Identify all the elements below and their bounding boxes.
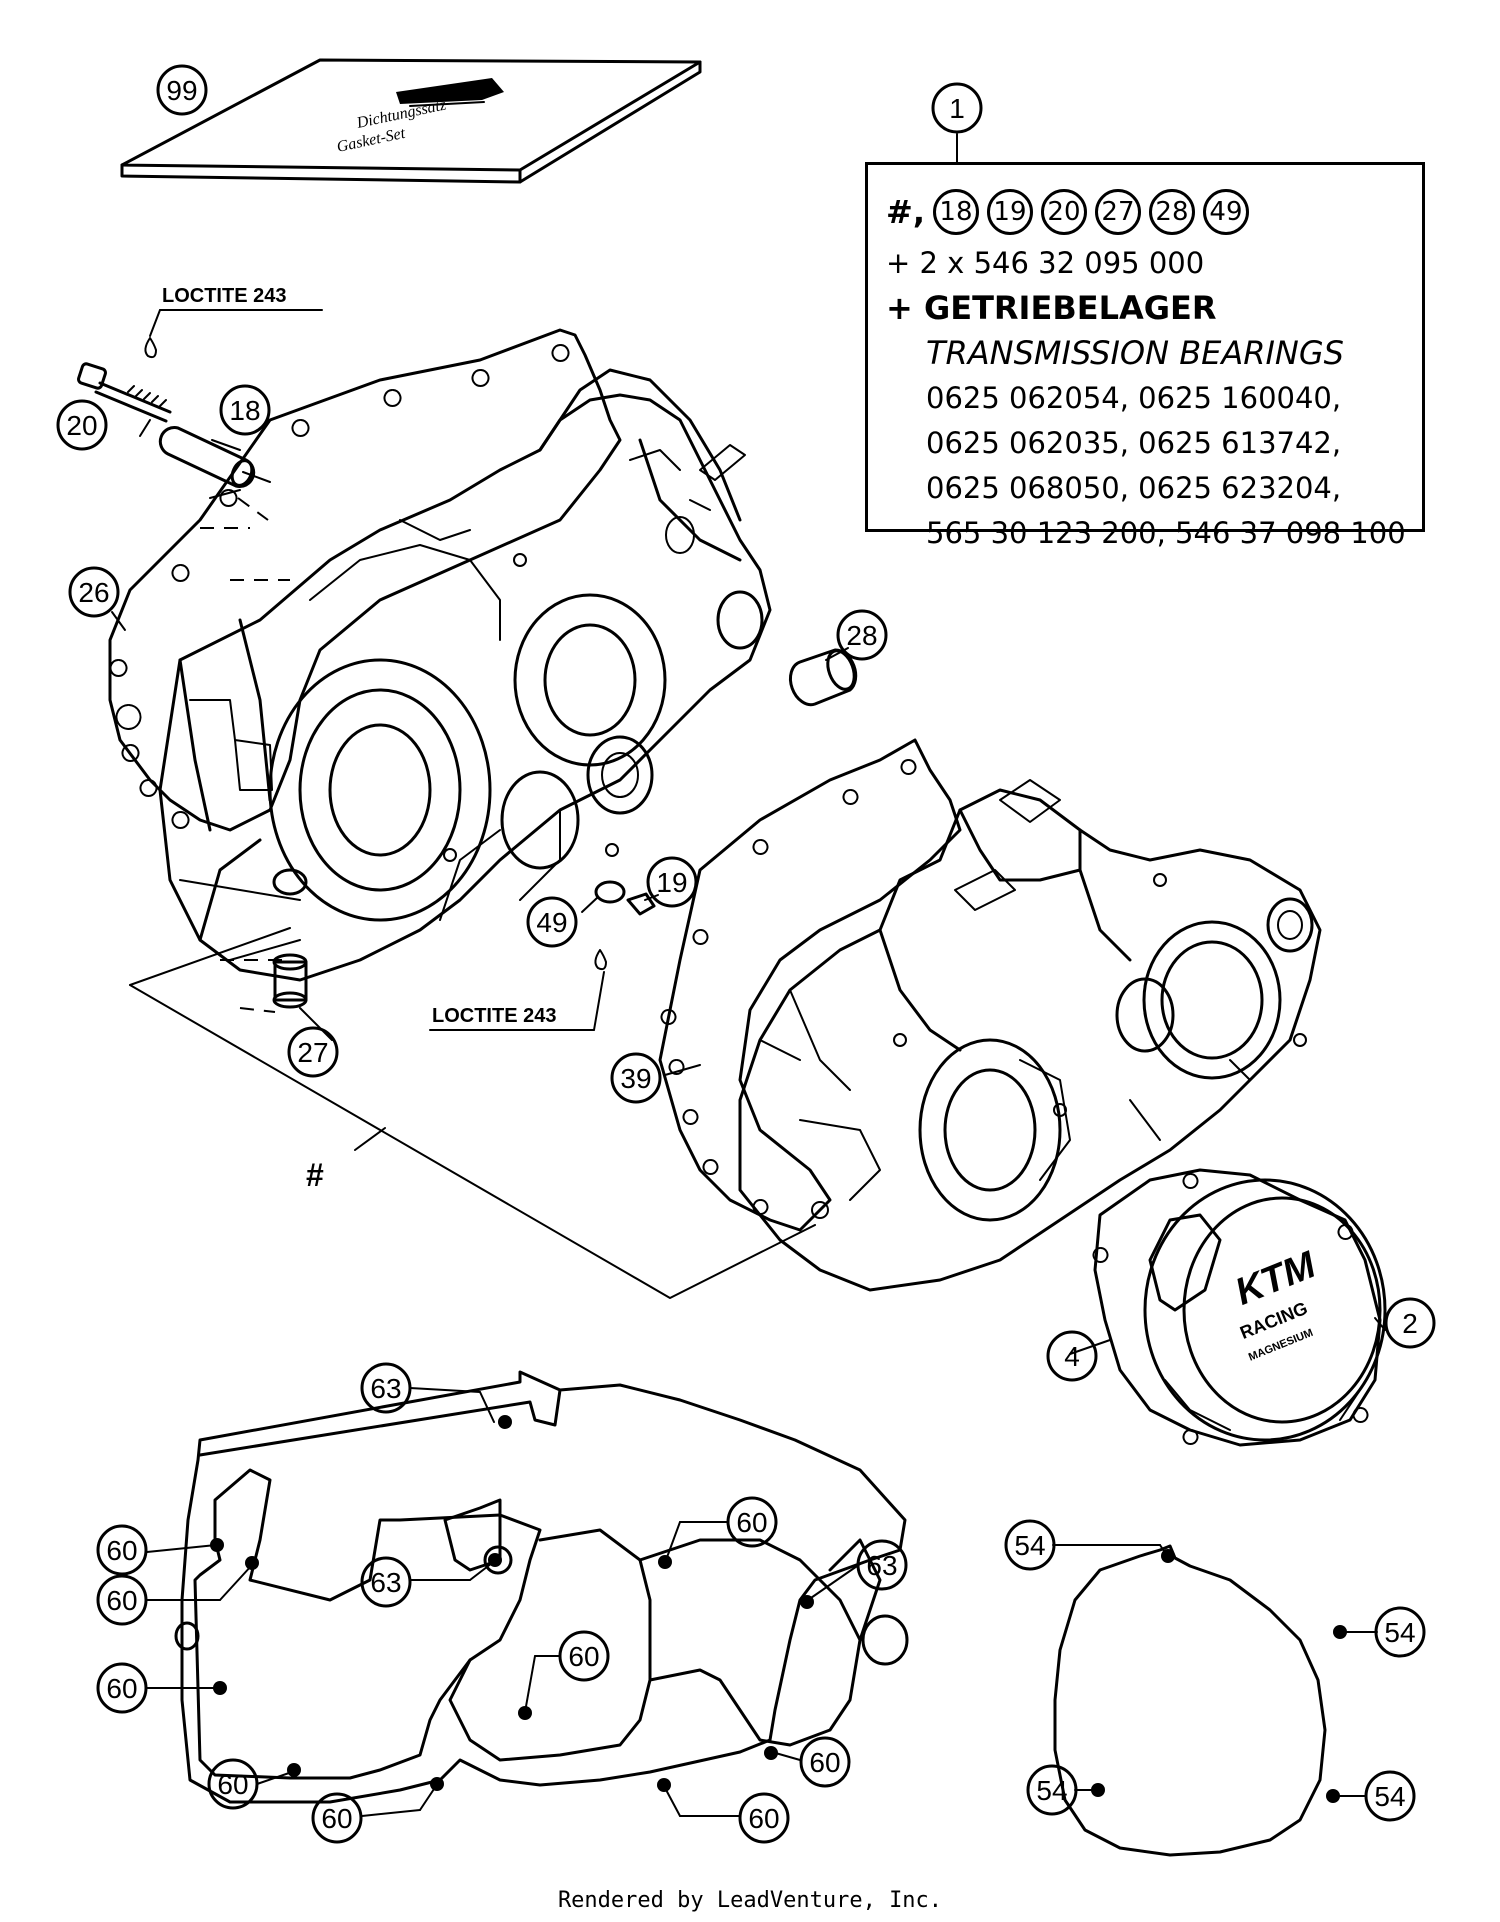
callout-54: 54 <box>1374 1606 1426 1658</box>
ref-circle: 27 <box>1094 189 1141 235</box>
callout-4: 4 <box>1046 1330 1098 1382</box>
svg-text:63: 63 <box>866 1550 897 1581</box>
screws-line: + 2 x 546 32 095 000 <box>886 246 1205 280</box>
svg-text:54: 54 <box>1036 1775 1067 1806</box>
callout-60: 60 <box>726 1496 778 1548</box>
callout-28: 28 <box>836 609 888 661</box>
loctite-top-label: LOCTITE 243 <box>149 285 323 337</box>
ref-circle: 20 <box>1040 189 1087 235</box>
callout-60: 60 <box>96 1524 148 1576</box>
ref-circle: 18 <box>932 189 979 235</box>
svg-text:28: 28 <box>846 620 877 651</box>
hash-leader: # <box>129 927 816 1299</box>
svg-text:19: 19 <box>656 867 687 898</box>
callout-49: 49 <box>526 896 578 948</box>
leader-lines <box>111 133 1386 1817</box>
svg-text:60: 60 <box>321 1803 352 1834</box>
ref-circle: 19 <box>986 189 1033 235</box>
callout-60: 60 <box>96 1574 148 1626</box>
svg-text:54: 54 <box>1384 1617 1415 1648</box>
bearing-numbers-line: 565 30 123 200, 546 37 098 100 <box>926 516 1406 550</box>
svg-text:27: 27 <box>297 1037 328 1068</box>
hash-mark: # <box>306 1157 324 1193</box>
loctite-mid-label: LOCTITE 243 <box>429 971 605 1031</box>
render-credit: Rendered by LeadVenture, Inc. <box>557 1888 943 1913</box>
svg-text:54: 54 <box>1374 1781 1405 1812</box>
callout-54: 54 <box>1004 1519 1056 1571</box>
svg-text:LOCTITE 243: LOCTITE 243 <box>162 285 286 307</box>
svg-text:60: 60 <box>106 1673 137 1704</box>
transmission-bearings-line: TRANSMISSION BEARINGS <box>926 334 1344 372</box>
bearing-numbers-line: 0625 062035, 0625 613742, <box>926 426 1342 460</box>
callout-60: 60 <box>311 1792 363 1844</box>
parts-info-box: #, 18 19 20 27 28 49 + 2 x 546 32 095 00… <box>865 162 1425 550</box>
svg-text:26: 26 <box>78 577 109 608</box>
callout-60: 60 <box>738 1792 790 1844</box>
svg-text:LOCTITE 243: LOCTITE 243 <box>432 1005 556 1027</box>
callout-27: 27 <box>287 1026 339 1078</box>
callout-26: 26 <box>68 566 120 618</box>
ignition-cover-gasket <box>1093 1168 1382 1447</box>
bushing-27 <box>272 953 308 1009</box>
callout-63: 63 <box>360 1362 412 1414</box>
svg-text:49: 49 <box>536 907 567 938</box>
ref-circle: 28 <box>1148 189 1195 235</box>
svg-text:99: 99 <box>166 75 197 106</box>
svg-text:60: 60 <box>217 1769 248 1800</box>
ktm-logo-mark <box>396 78 504 107</box>
bearing-numbers-line: 0625 068050, 0625 623204, <box>926 471 1342 505</box>
left-crankcase-half <box>158 368 772 982</box>
ref-circle: 49 <box>1202 189 1249 235</box>
callout-99: 99 <box>156 64 208 116</box>
svg-text:18: 18 <box>229 395 260 426</box>
svg-text:54: 54 <box>1014 1530 1045 1561</box>
svg-text:63: 63 <box>370 1373 401 1404</box>
right-case-gasket <box>658 738 962 1232</box>
callout-2: 2 <box>1384 1297 1436 1349</box>
svg-text:39: 39 <box>620 1063 651 1094</box>
svg-text:20: 20 <box>66 410 97 441</box>
svg-text:60: 60 <box>748 1803 779 1834</box>
callout-20: 20 <box>56 399 108 451</box>
callout-60: 60 <box>96 1662 148 1714</box>
hash-label: #, <box>886 193 925 231</box>
svg-text:60: 60 <box>568 1641 599 1672</box>
svg-text:2: 2 <box>1402 1308 1418 1339</box>
right-crankcase-half <box>738 779 1322 1292</box>
ignition-cover-gasket-54 <box>1053 1544 1347 1857</box>
svg-text:60: 60 <box>106 1585 137 1616</box>
callout-54: 54 <box>1026 1764 1078 1816</box>
callout-54: 54 <box>1364 1770 1416 1822</box>
callout-60: 60 <box>207 1758 259 1810</box>
svg-text:60: 60 <box>809 1747 840 1778</box>
callout-60: 60 <box>558 1630 610 1682</box>
callout-63: 63 <box>360 1556 412 1608</box>
gasket-set-en: Gasket-Set <box>335 125 407 156</box>
svg-text:60: 60 <box>736 1507 767 1538</box>
svg-text:60: 60 <box>106 1535 137 1566</box>
ignition-cover: KTM RACING MAGNESIUM <box>1143 1178 1387 1442</box>
left-case-gasket <box>108 328 622 832</box>
svg-text:63: 63 <box>370 1567 401 1598</box>
callout-19: 19 <box>646 856 698 908</box>
bearing-numbers-line: 0625 062054, 0625 160040, <box>926 381 1342 415</box>
svg-text:1: 1 <box>949 93 965 124</box>
svg-text:4: 4 <box>1064 1341 1080 1372</box>
callout-63: 63 <box>856 1539 908 1591</box>
screw-19-and-oring-49 <box>594 880 656 971</box>
gasket-set-booklet: Dichtungssatz Gasket-Set <box>120 58 702 184</box>
callout-39: 39 <box>610 1052 662 1104</box>
cover-logo-brand: KTM <box>1229 1243 1322 1313</box>
clutch-side-gasket <box>174 1370 909 1804</box>
callout-60: 60 <box>799 1736 851 1788</box>
callout-18: 18 <box>219 384 271 436</box>
getriebelager-line: + GETRIEBELAGER <box>886 289 1217 327</box>
included-refs-row: #, 18 19 20 27 28 49 <box>886 183 1404 241</box>
callout-1: 1 <box>931 82 983 134</box>
